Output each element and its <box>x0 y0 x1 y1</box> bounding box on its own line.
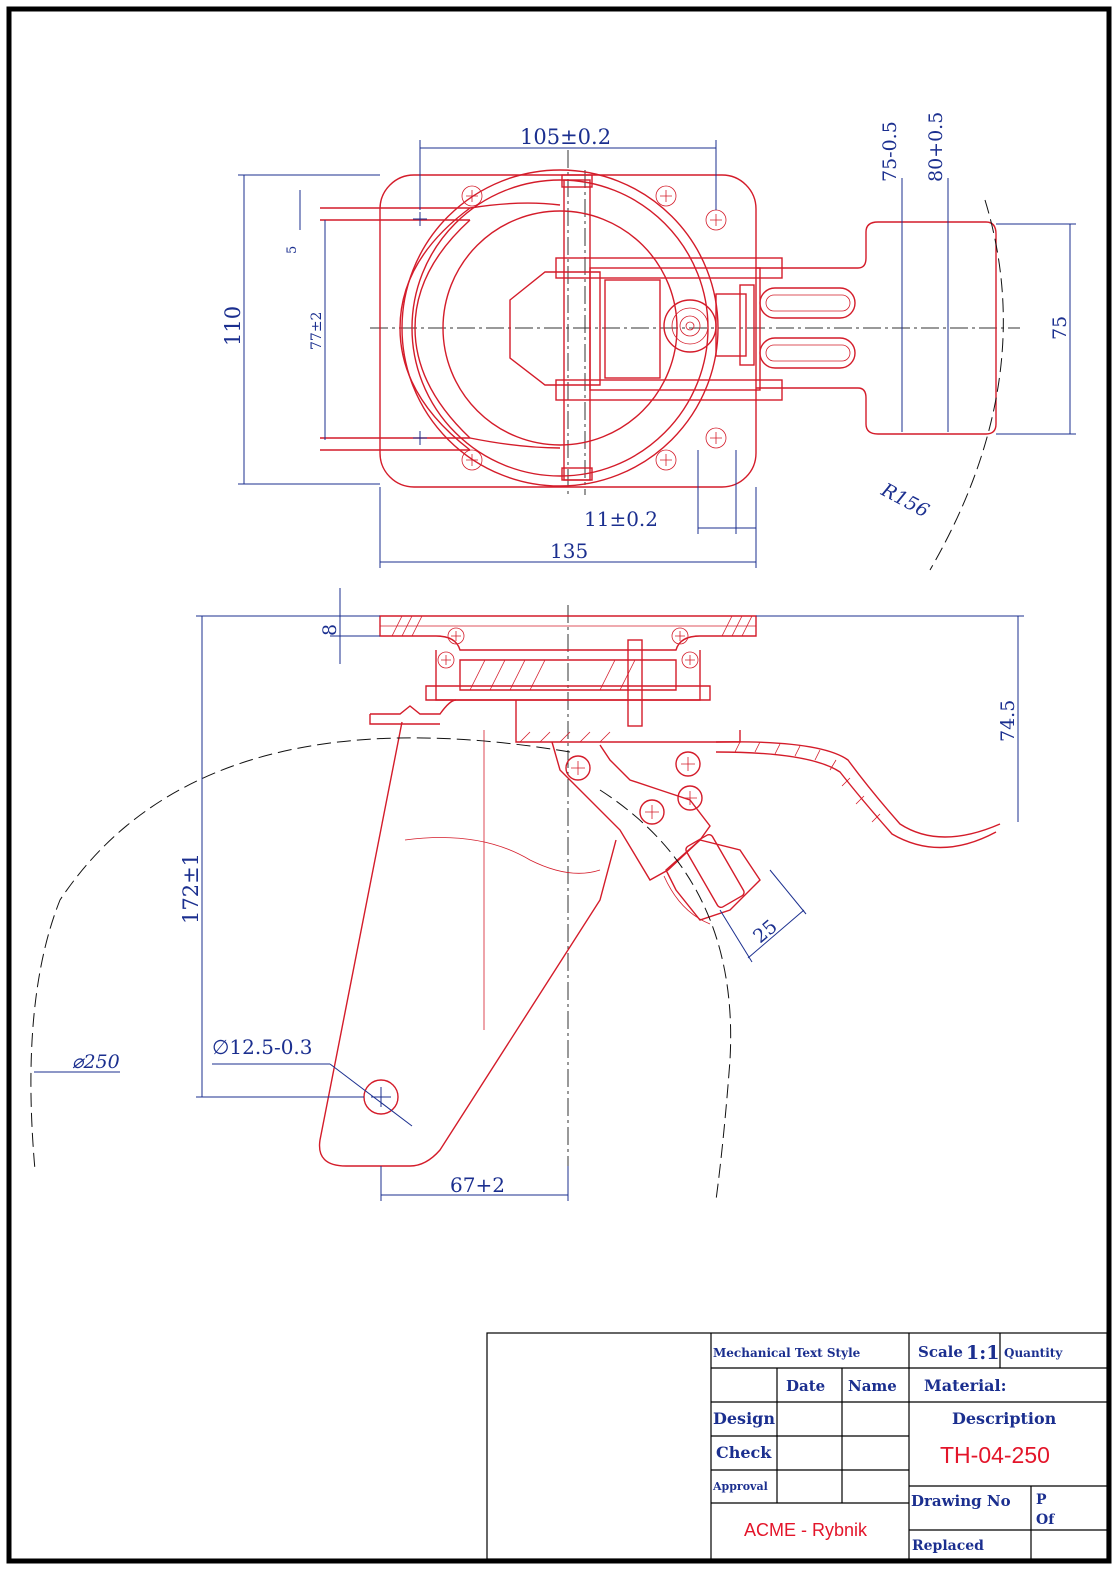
tb-name: Name <box>848 1377 897 1395</box>
dim-105: 105±0.2 <box>520 125 611 149</box>
tb-date: Date <box>786 1377 825 1395</box>
dim-5: 5 <box>285 246 300 254</box>
side-view <box>30 605 1001 1201</box>
tb-scale-label: Scale <box>918 1343 963 1361</box>
top-view <box>320 150 1020 571</box>
side-view-dimensions: 8 74.5 172±1 25 ∅12.5-0.3 ⌀250 67+2 <box>34 588 1024 1201</box>
tb-design: Design <box>713 1409 775 1428</box>
tb-replaced: Replaced <box>912 1538 984 1554</box>
tb-company: ACME - Rybnik <box>744 1520 868 1540</box>
dim-75: 75 <box>1049 316 1071 340</box>
bolt-holes <box>413 185 727 471</box>
dim-25: 25 <box>749 915 782 947</box>
dim-wheel: ⌀250 <box>72 1051 120 1073</box>
title-block: Mechanical Text Style Scale 1:1 Quantity… <box>486 1332 1108 1560</box>
dim-110: 110 <box>221 306 245 346</box>
tb-p: P <box>1036 1492 1047 1508</box>
dim-80-05: 80+0.5 <box>925 112 947 182</box>
tb-of: Of <box>1036 1512 1055 1528</box>
dim-135: 135 <box>550 539 588 563</box>
dim-8: 8 <box>319 624 341 636</box>
tb-quantity: Quantity <box>1004 1346 1063 1360</box>
tb-part-number: TH-04-250 <box>940 1442 1050 1468</box>
dim-172: 172±1 <box>179 853 203 924</box>
tb-description: Description <box>952 1409 1057 1428</box>
sheet-border <box>6 6 1112 1564</box>
top-view-dimensions: 105±0.2 110 5 77±2 75-0.5 80+0.5 75 R156… <box>221 112 1076 568</box>
tb-scale-value: 1:1 <box>966 1342 999 1364</box>
tb-material: Material: <box>924 1376 1007 1395</box>
dim-745: 74.5 <box>997 700 1019 742</box>
tb-approval: Approval <box>712 1480 768 1493</box>
dim-75-05: 75-0.5 <box>879 121 901 182</box>
dim-11: 11±0.2 <box>584 507 658 531</box>
dim-r156: R156 <box>877 479 933 523</box>
tb-check: Check <box>716 1443 772 1462</box>
tb-drawing-no: Drawing No <box>911 1492 1011 1510</box>
dim-67: 67+2 <box>450 1173 505 1197</box>
dim-77: 77±2 <box>309 312 325 350</box>
dim-hole: ∅12.5-0.3 <box>212 1035 313 1059</box>
tb-text-style: Mechanical Text Style <box>713 1346 861 1360</box>
